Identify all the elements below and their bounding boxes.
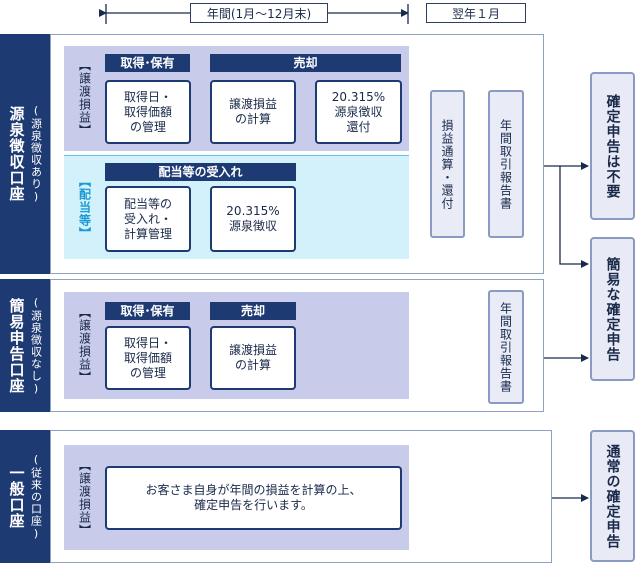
account-withholding-label: 源泉徴収口座 (源泉徴収あり)	[0, 34, 50, 274]
period-year-label: 年間(1月〜12月末)	[190, 3, 328, 23]
capital-gain-category: 【譲渡損益】	[77, 59, 92, 137]
box-acquisition-management: 取得日・ 取得価額 の管理	[105, 80, 191, 144]
box-dividend-management: 配当等の 受入れ・ 計算管理	[105, 186, 191, 252]
period-next-year-label: 翌年１月	[426, 3, 526, 23]
capital-gain-category-2: 【譲渡損益】	[77, 306, 92, 384]
account-general-sub: (従来の口座)	[29, 452, 43, 541]
box-acquisition-management-2: 取得日・ 取得価額 の管理	[105, 326, 191, 390]
result-no-filing: 確定申告は不要	[590, 72, 635, 220]
box-gain-calculation: 譲渡損益 の計算	[210, 80, 296, 144]
box-annual-report-1: 年間取引報告書	[488, 90, 524, 238]
result-simple-filing: 簡易な確定申告	[590, 237, 635, 381]
box-loss-offset-refund: 損益通算・還付	[430, 90, 465, 238]
account-general-name: 一般口座	[7, 464, 26, 529]
header-dividend-receipt: 配当等の受入れ	[105, 163, 296, 181]
account-simple-label: 簡易申告口座 (源泉徴収なし)	[0, 279, 50, 412]
account-withholding-name: 源泉徴収口座	[7, 106, 26, 202]
account-simple-name: 簡易申告口座	[7, 297, 26, 394]
account-simple-sub: (源泉徴収なし)	[29, 295, 43, 396]
header-acquire-hold: 取得･保有	[105, 54, 190, 72]
account-withholding-sub: (源泉徴収あり)	[29, 104, 43, 204]
header-sale-2: 売却	[210, 302, 296, 320]
box-gain-calculation-2: 譲渡損益 の計算	[210, 326, 296, 390]
box-dividend-withholding: 20.315% 源泉徴収	[210, 186, 296, 252]
dividend-category: 【配当等】	[77, 174, 92, 240]
header-sale: 売却	[210, 54, 401, 72]
box-withholding-refund: 20.315% 源泉徴収 還付	[315, 80, 402, 144]
header-acquire-hold-2: 取得･保有	[105, 302, 190, 320]
account-general-label: 一般口座 (従来の口座)	[0, 430, 50, 563]
result-normal-filing: 通常の確定申告	[590, 430, 635, 562]
capital-gain-category-3: 【譲渡損益】	[77, 459, 92, 537]
box-annual-report-2: 年間取引報告書	[488, 290, 524, 404]
box-self-calculation: お客さま自身が年間の損益を計算の上、 確定申告を行います。	[105, 466, 402, 530]
